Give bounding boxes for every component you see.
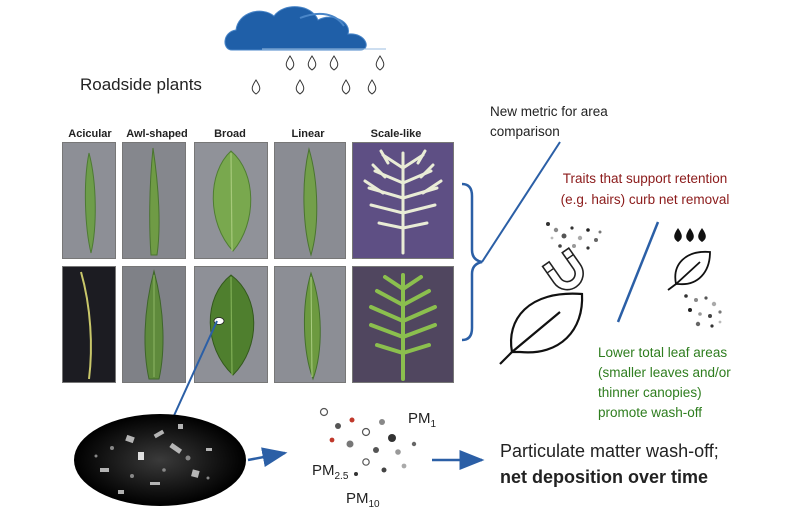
pm-particles xyxy=(319,407,417,476)
water-drop-icon xyxy=(307,55,317,71)
washoff-line-4: promote wash-off xyxy=(598,405,703,420)
water-drops-washoff xyxy=(674,228,706,242)
pm25-label: PM2.5 xyxy=(312,462,348,482)
pm1-label: PM1 xyxy=(408,410,436,430)
column-header-broad: Broad xyxy=(214,128,246,140)
leaf-panel-bracket xyxy=(461,182,483,342)
pm10-sub: 10 xyxy=(368,499,380,510)
microscope-image xyxy=(74,414,246,506)
leaf-photo-broad-top xyxy=(194,142,268,259)
water-drop-icon xyxy=(375,55,385,71)
diagram-title: Roadside plants xyxy=(80,75,202,94)
retention-line-2: (e.g. hairs) curb net removal xyxy=(560,192,730,207)
pm25-sub: 2.5 xyxy=(334,471,349,482)
column-header-awl-shaped: Awl-shaped xyxy=(126,128,188,140)
magnet-icon xyxy=(541,246,584,291)
water-drop-icon xyxy=(341,79,351,95)
particles-retained xyxy=(546,222,602,250)
result-line-1: Particulate matter wash-off; xyxy=(500,441,719,461)
water-drop-icon xyxy=(329,55,339,71)
column-header-scale-like: Scale-like xyxy=(370,128,422,140)
column-header-acicular: Acicular xyxy=(68,128,112,140)
column-header-linear: Linear xyxy=(291,128,325,140)
water-drop-icon xyxy=(686,228,694,242)
leaf-photo-acicular-top xyxy=(62,142,116,259)
pm10-base: PM xyxy=(346,490,369,507)
washoff-line-3: thinner canopies) xyxy=(598,385,702,400)
leaf-photo-scale-like-top xyxy=(352,142,454,259)
water-drop-icon xyxy=(674,228,682,242)
metric-connector xyxy=(481,141,561,263)
washoff-line-2: (smaller leaves and/or xyxy=(598,365,731,380)
water-drop-icon xyxy=(295,79,305,95)
leaf-photo-awl-shaped-bottom xyxy=(122,266,186,383)
water-drop-icon xyxy=(698,228,706,242)
water-drop-icon xyxy=(251,79,261,95)
pm25-base: PM xyxy=(312,462,335,479)
metric-label: New metric for area comparison xyxy=(490,104,608,139)
leaf-photo-scale-like-bottom xyxy=(352,266,454,383)
leaf-photo-broad-bottom xyxy=(194,266,268,383)
leaf-outline-icon xyxy=(499,292,584,365)
retention-note: Traits that support retention (e.g. hair… xyxy=(520,168,770,210)
leaf-photo-linear-top xyxy=(274,142,346,259)
retention-line-1: Traits that support retention xyxy=(562,171,728,186)
rain-cloud-icon xyxy=(224,6,386,51)
water-drop-icon xyxy=(285,55,295,71)
sample-connector xyxy=(171,320,218,421)
result-line-2: net deposition over time xyxy=(500,464,719,490)
particles-washed-off xyxy=(684,294,722,328)
arrow-to-pm xyxy=(247,447,288,468)
divider-line xyxy=(616,221,660,323)
pm1-base: PM xyxy=(408,410,431,427)
rain-drops xyxy=(251,55,385,95)
result-line-2-bold: net deposition over time xyxy=(500,467,709,487)
pm1-sub: 1 xyxy=(430,419,437,430)
water-drop-icon xyxy=(367,79,377,95)
leaf-photo-linear-bottom xyxy=(274,266,346,383)
washoff-note: Lower total leaf areas (smaller leaves a… xyxy=(598,343,798,423)
result-text: Particulate matter wash-off; net deposit… xyxy=(500,438,719,490)
leaf-photo-awl-shaped-top xyxy=(122,142,186,259)
washoff-line-1: Lower total leaf areas xyxy=(598,345,728,360)
pm10-label: PM10 xyxy=(346,490,380,510)
leaf-photo-acicular-bottom xyxy=(62,266,116,383)
small-leaf-outline-icon xyxy=(667,251,711,291)
